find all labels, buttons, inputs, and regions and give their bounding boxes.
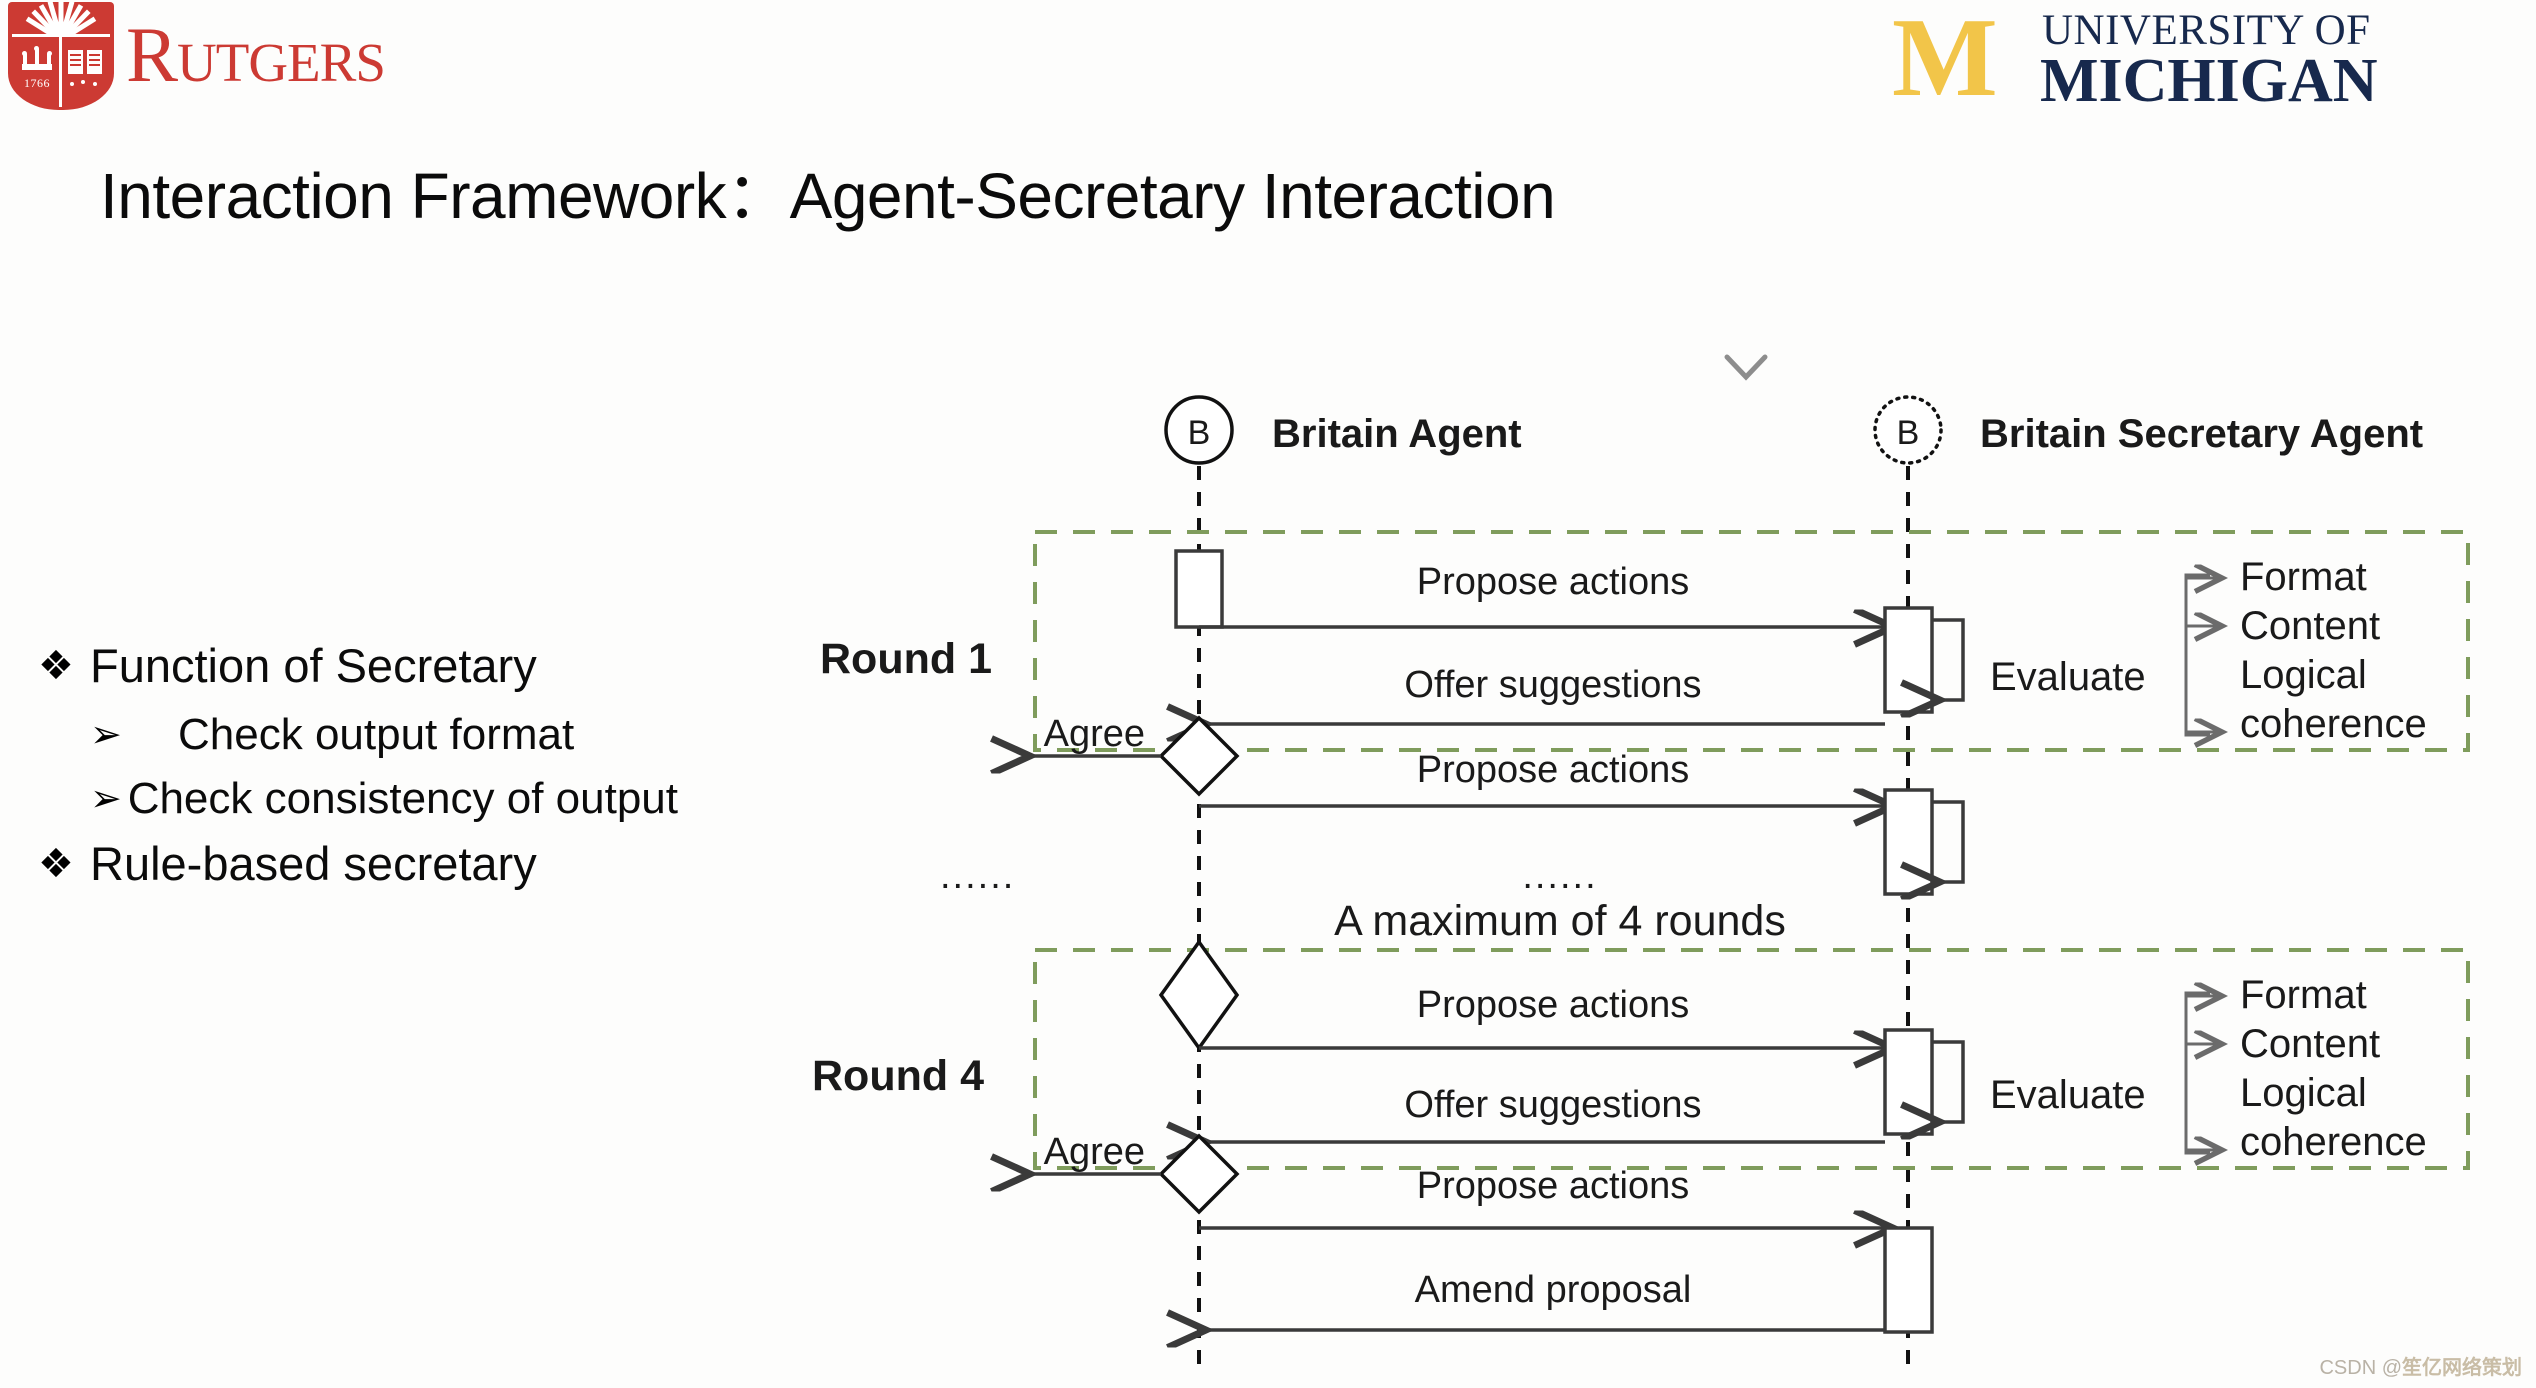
criteria-item: Format xyxy=(2240,555,2367,599)
message-label: Amend proposal xyxy=(1415,1269,1692,1311)
actor-label-agent: Britain Agent xyxy=(1272,412,1522,456)
diamond-bullet-icon: ❖ xyxy=(38,644,74,688)
criteria-item: Logical xyxy=(2240,1071,2367,1115)
list-item: ➢ Check consistency of output xyxy=(18,769,678,829)
rutgers-logo: 1766 Rutgers xyxy=(8,2,528,110)
rutgers-wordmark: Rutgers xyxy=(126,11,386,98)
criteria-item: Content xyxy=(2240,604,2380,648)
criteria-item: coherence xyxy=(2240,1120,2427,1164)
shield-year: 1766 xyxy=(24,76,50,90)
list-item-label: Check consistency of output xyxy=(127,774,678,823)
watermark-handle: 笙亿网络策划 xyxy=(2402,1357,2522,1379)
evaluate-label: Evaluate xyxy=(1990,655,2146,699)
criteria-item: Content xyxy=(2240,1022,2380,1066)
michigan-block-m-icon: M xyxy=(1892,0,1998,120)
actor-head-secretary: B xyxy=(1873,395,1943,465)
list-item: ❖ Rule-based secretary xyxy=(18,833,678,895)
diamond-bullet-icon: ❖ xyxy=(38,842,74,886)
actor-head-agent: B xyxy=(1164,395,1234,465)
message-label: Propose actions xyxy=(1417,1165,1690,1207)
round-frame-1 xyxy=(1033,530,2470,752)
activation-box-secretary-final xyxy=(1883,1226,1934,1334)
activation-box-secretary-mid xyxy=(1883,788,1934,896)
actor-badge-agent: B xyxy=(1188,414,1211,452)
list-item: ➢ Check output format xyxy=(18,705,678,765)
arrow-bullet-icon: ➢ xyxy=(90,778,122,820)
list-item-label: Function of Secretary xyxy=(90,639,537,692)
ellipsis-left: ...... xyxy=(940,855,1015,897)
michigan-line-1: UNIVERSITY OF xyxy=(2042,7,2371,54)
round-frame-4 xyxy=(1033,948,2470,1170)
message-label: Offer suggestions xyxy=(1404,1084,1701,1126)
self-loop-arrow xyxy=(1932,618,1965,700)
actor-label-secretary: Britain Secretary Agent xyxy=(1980,412,2423,456)
list-item: ❖ Function of Secretary xyxy=(18,635,678,697)
list-item-label: Check output format xyxy=(178,710,575,759)
activation-box-secretary-4 xyxy=(1883,1028,1934,1136)
ellipsis-center: ...... xyxy=(1522,855,1597,897)
arrow-bullet-icon: ➢ xyxy=(90,714,122,756)
activation-box-agent-1 xyxy=(1174,549,1224,629)
university-of-michigan-logo: M UNIVERSITY OF MICHIGAN xyxy=(1892,0,2532,120)
criteria-bracket-1 xyxy=(2184,575,2222,735)
chevron-down-icon[interactable] xyxy=(1724,354,1768,381)
criteria-item: Logical xyxy=(2240,653,2367,697)
decision-diamond xyxy=(1158,938,1240,1052)
criteria-item: Format xyxy=(2240,973,2367,1017)
bullet-list: ❖ Function of Secretary ➢ Check output f… xyxy=(18,635,678,903)
message-label: Agree xyxy=(1044,713,1145,755)
watermark: CSDN @笙亿网络策划 xyxy=(2319,1351,2522,1380)
watermark-prefix: CSDN @ xyxy=(2319,1357,2402,1379)
decision-diamond xyxy=(1158,1133,1240,1215)
loop-note: A maximum of 4 rounds xyxy=(1334,897,1786,945)
shield-stars xyxy=(70,80,100,88)
criteria-item: coherence xyxy=(2240,702,2427,746)
message-label: Offer suggestions xyxy=(1404,664,1701,706)
message-label: Agree xyxy=(1044,1131,1145,1173)
self-loop-arrow xyxy=(1932,800,1965,882)
criteria-bracket-4 xyxy=(2184,993,2222,1153)
book-icon xyxy=(68,50,102,74)
message-label: Propose actions xyxy=(1417,749,1690,791)
message-label: Propose actions xyxy=(1417,561,1690,603)
shield-rays xyxy=(8,2,114,36)
list-item-label: Rule-based secretary xyxy=(90,837,537,890)
activation-box-secretary-1 xyxy=(1883,606,1934,714)
self-loop-arrow xyxy=(1932,1040,1965,1122)
message-label: Propose actions xyxy=(1417,984,1690,1026)
evaluate-label: Evaluate xyxy=(1990,1073,2146,1117)
michigan-line-2: MICHIGAN xyxy=(2040,47,2378,115)
rutgers-shield-icon: 1766 xyxy=(8,2,114,110)
crown-icon xyxy=(22,46,52,70)
actor-badge-secretary: B xyxy=(1897,414,1920,452)
round-label-4: Round 4 xyxy=(812,1052,984,1100)
decision-diamond xyxy=(1158,715,1240,797)
page-title: Interaction Framework：Agent-Secretary In… xyxy=(100,160,1556,232)
round-label-1: Round 1 xyxy=(820,635,992,683)
